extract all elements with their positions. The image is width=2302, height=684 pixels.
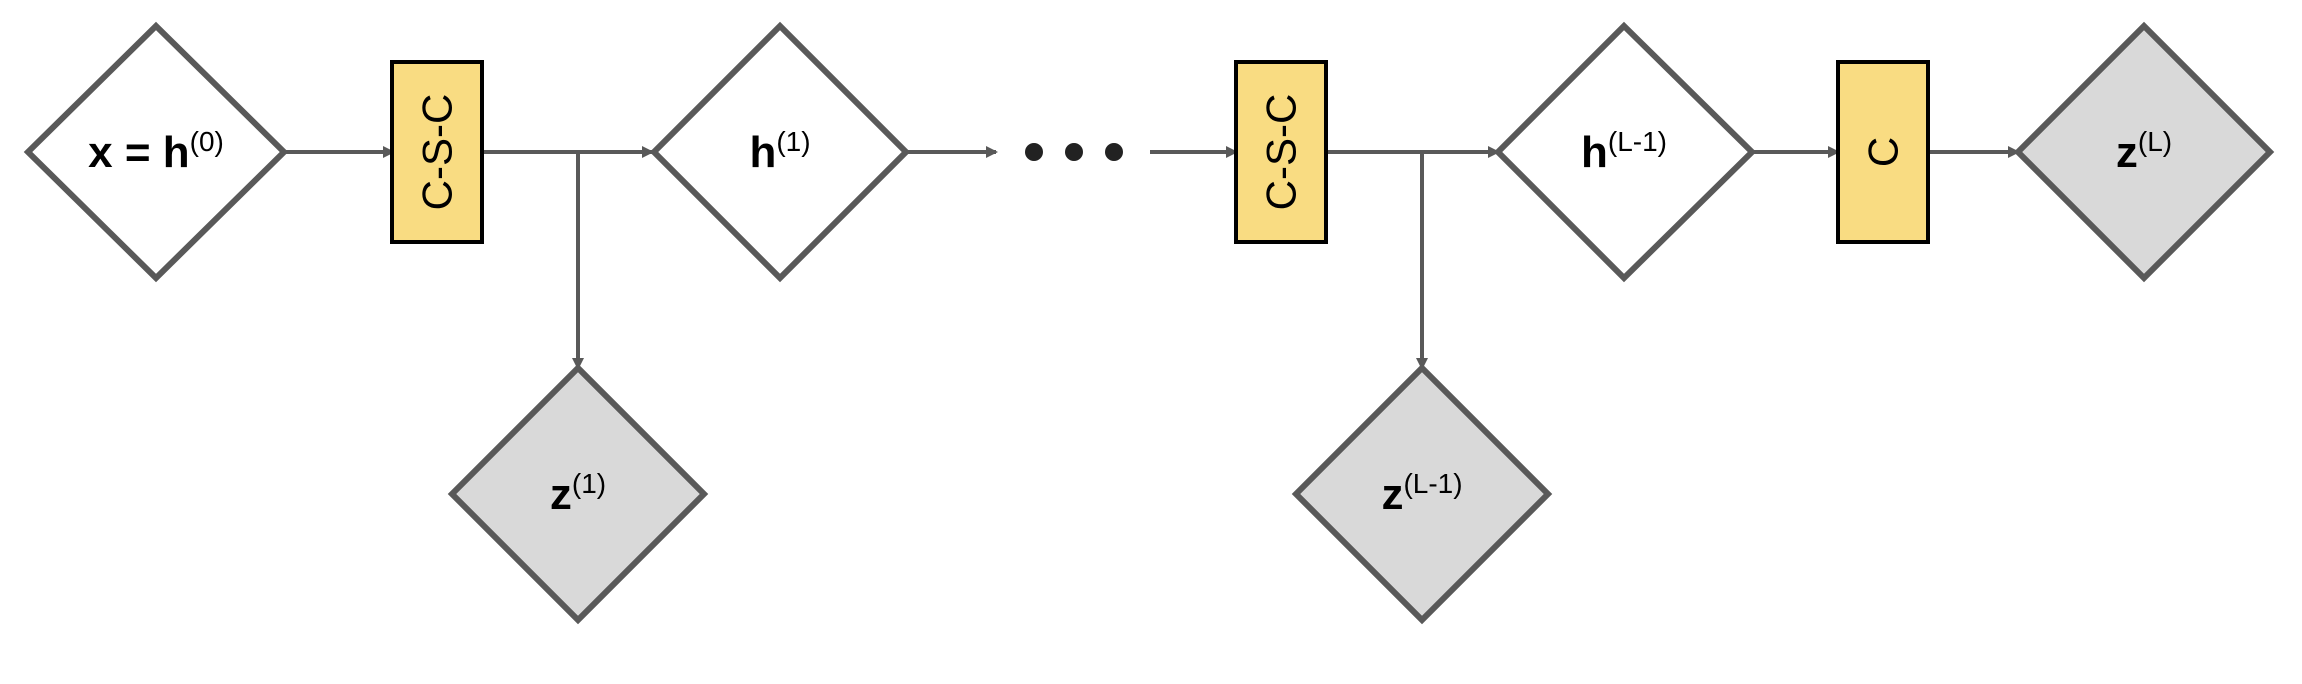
node-input-label: x = h(0) <box>88 126 224 177</box>
node-h1-sup: (1) <box>776 126 810 157</box>
node-z1-label: z(1) <box>550 468 606 519</box>
ellipsis-dot <box>1025 143 1043 161</box>
block-csc1-label: C-S-C <box>414 94 461 211</box>
block-c <box>1836 60 1930 244</box>
node-zL1-sup: (L-1) <box>1403 468 1462 499</box>
node-h1-main: h <box>749 128 776 177</box>
node-input-sup: (0) <box>190 126 224 157</box>
ellipsis-dot <box>1105 143 1123 161</box>
node-z1-sup: (1) <box>572 468 606 499</box>
block-c-label: C <box>1860 137 1907 167</box>
node-zL1-main: z <box>1381 470 1403 519</box>
block-csc2-label: C-S-C <box>1258 94 1305 211</box>
node-z1 <box>447 363 709 625</box>
block-csc2 <box>1234 60 1328 244</box>
node-hL1-label: h(L-1) <box>1581 126 1667 177</box>
node-zL-label: z(L) <box>2116 126 2172 177</box>
node-input <box>23 21 289 283</box>
node-hL1-sup: (L-1) <box>1608 126 1667 157</box>
node-z1-main: z <box>550 470 572 519</box>
node-hL1 <box>1493 21 1757 283</box>
connectors <box>284 146 2020 370</box>
node-input-main: x = h <box>88 128 190 177</box>
node-zL-sup: (L) <box>2138 126 2172 157</box>
node-zL1 <box>1291 363 1553 625</box>
node-zL-main: z <box>2116 128 2138 177</box>
node-h1-label: h(1) <box>749 126 810 177</box>
block-csc1 <box>390 60 484 244</box>
node-zL <box>2013 21 2275 283</box>
ellipsis <box>1025 143 1123 161</box>
node-hL1-main: h <box>1581 128 1608 177</box>
ellipsis-dot <box>1065 143 1083 161</box>
node-zL1-label: z(L-1) <box>1381 468 1462 519</box>
node-h1 <box>649 21 911 283</box>
